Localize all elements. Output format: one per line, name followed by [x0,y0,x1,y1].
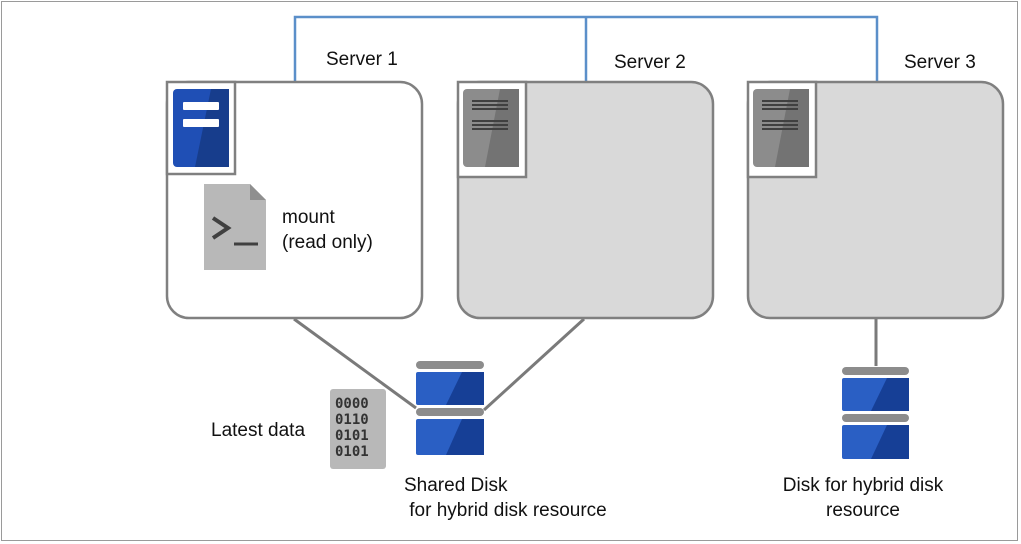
server-1-label: Server 1 [326,49,398,70]
server-standby-icon [753,89,809,167]
server-active-icon [173,89,229,167]
server-2-box [456,80,715,320]
latest-data-label: Latest data [211,420,306,441]
server-3-box [746,80,1005,320]
shared-disk-label: Shared Disk [404,475,508,496]
shared-disk-icon [416,361,484,455]
binary-row: 0110 [335,412,369,428]
connector-server-2-shared-disk [482,317,586,412]
binary-row: 0101 [335,444,369,460]
binary-row: 0101 [335,428,369,444]
mount-mode-label: (read only) [282,232,373,253]
hybrid-disk-icon [842,367,909,459]
hybrid-disk-label: Disk for hybrid disk [782,475,944,496]
mount-label: mount [282,207,335,228]
connector-server-1-shared-disk [293,317,417,410]
binary-row: 0000 [335,396,369,412]
shared-disk-sublabel: for hybrid disk resource [404,500,607,521]
server-1-box [165,80,424,320]
server-3-label: Server 3 [904,52,976,73]
terminal-file-icon [204,184,266,270]
server-standby-icon [463,89,519,167]
hybrid-disk-sublabel: resource [826,500,900,521]
disk-connectors [293,317,878,412]
binary-data-icon: 0000 0110 0101 0101 [330,389,386,469]
network-lines [293,15,879,82]
server-2-label: Server 2 [614,52,686,73]
